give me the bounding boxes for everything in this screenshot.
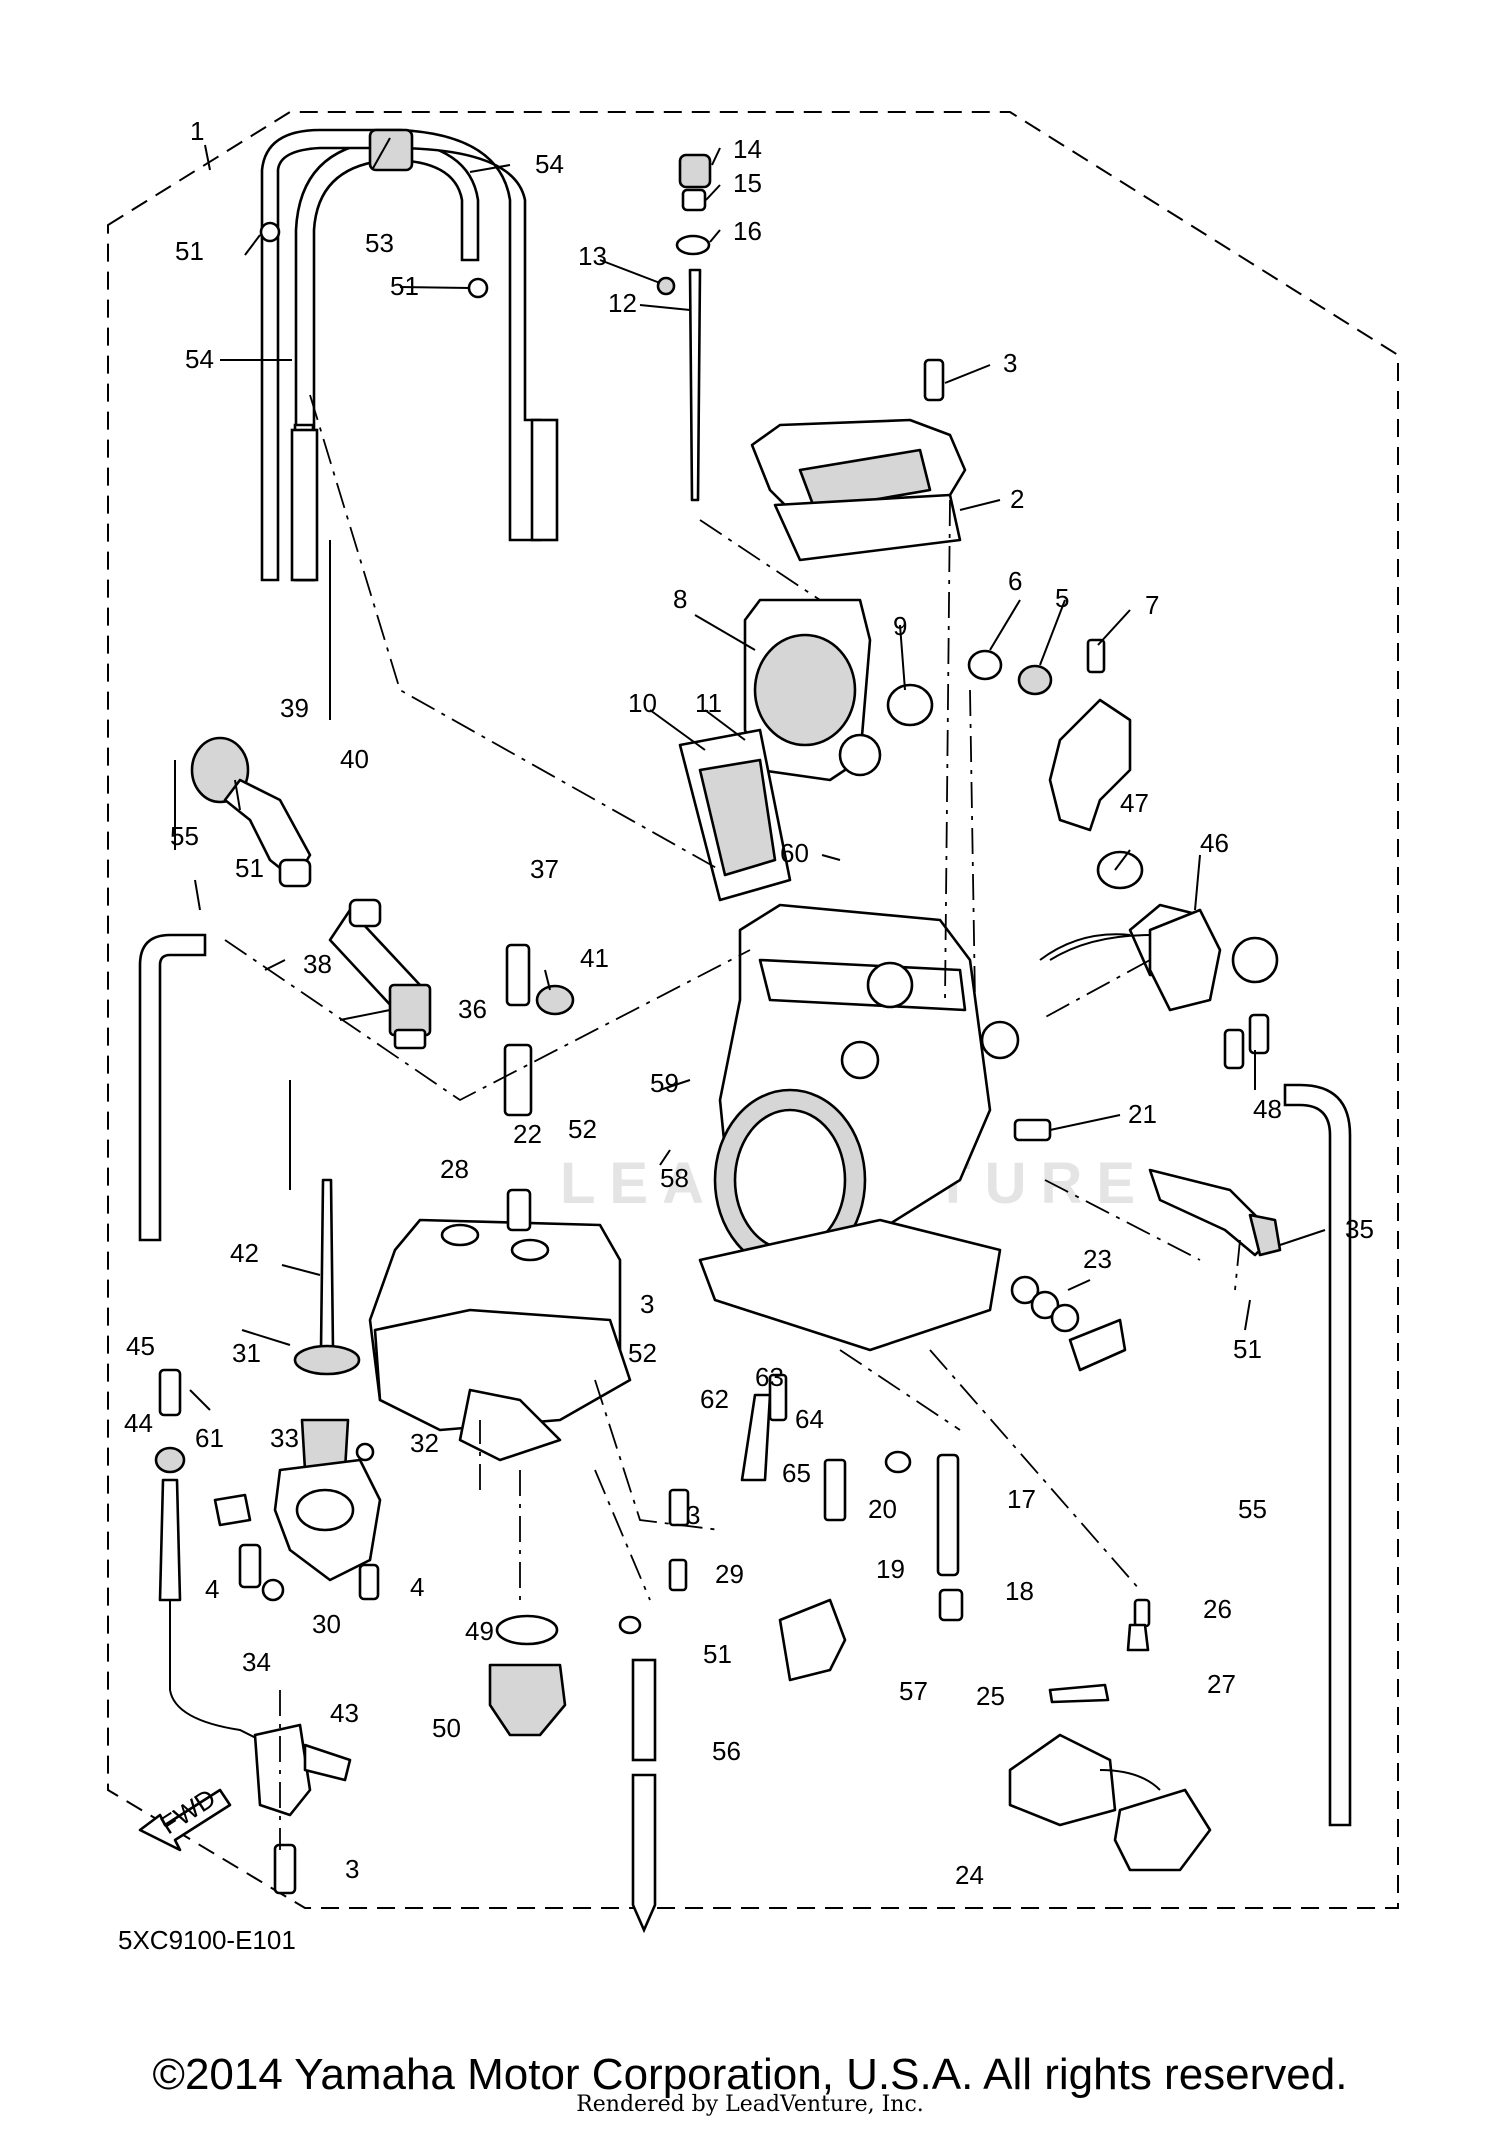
callout-45: 45: [126, 1331, 155, 1361]
accelerator-pump: [213, 1418, 382, 1602]
callout-41: 41: [580, 943, 609, 973]
callout-43: 43: [330, 1698, 359, 1728]
callout-32: 32: [410, 1428, 439, 1458]
callout-56: 56: [712, 1736, 741, 1766]
callout-23: 23: [1083, 1244, 1112, 1274]
callout-34: 34: [242, 1647, 271, 1677]
callout-35: 35: [1345, 1214, 1374, 1244]
hose-55-right: [1283, 1083, 1352, 1827]
callout-25: 25: [976, 1681, 1005, 1711]
callout-29: 29: [715, 1559, 744, 1589]
callout-24: 24: [955, 1860, 984, 1890]
carburetor-body: [698, 903, 1279, 1352]
right-side-parts: [1008, 850, 1282, 1872]
pump-rod: [154, 1178, 361, 1895]
callout-9: 9: [893, 611, 907, 641]
callout-38: 38: [303, 949, 332, 979]
callout-42: 42: [230, 1238, 259, 1268]
throttle-lever: [967, 638, 1132, 832]
callout-19: 19: [876, 1554, 905, 1584]
callout-3: 3: [640, 1289, 654, 1319]
callout-8: 8: [673, 584, 687, 614]
callout-4: 4: [205, 1574, 219, 1604]
callout-16: 16: [733, 216, 762, 246]
choke-assembly: [190, 736, 575, 1117]
reference-lines: [224, 394, 1241, 1850]
hose-55-left: [138, 933, 207, 1242]
callout-48: 48: [1253, 1094, 1282, 1124]
callout-6: 6: [1008, 566, 1022, 596]
callout-64: 64: [795, 1404, 824, 1434]
callout-51: 51: [390, 271, 419, 301]
jet-needle-stack: [656, 153, 712, 502]
callout-1: 1: [190, 116, 204, 146]
callout-3: 3: [1003, 348, 1017, 378]
callout-10: 10: [628, 688, 657, 718]
callout-40: 40: [340, 744, 369, 774]
callout-58: 58: [660, 1163, 689, 1193]
callout-22: 22: [513, 1119, 542, 1149]
callout-3: 3: [345, 1854, 359, 1884]
callout-21: 21: [1128, 1099, 1157, 1129]
callout-52: 52: [628, 1338, 657, 1368]
callout-18: 18: [1005, 1576, 1034, 1606]
callout-50: 50: [432, 1713, 461, 1743]
callout-30: 30: [312, 1609, 341, 1639]
callout-5: 5: [1055, 583, 1069, 613]
callout-3: 3: [686, 1500, 700, 1530]
callout-55: 55: [170, 821, 199, 851]
callout-4: 4: [410, 1572, 424, 1602]
leader-lines: [174, 137, 1326, 1411]
callout-49: 49: [465, 1616, 494, 1646]
callout-53: 53: [365, 228, 394, 258]
assembly-boundary: [107, 111, 1399, 1909]
diagram-code: 5XC9100-E101: [118, 1925, 296, 1955]
throttle-valve: [678, 598, 934, 902]
callout-57: 57: [899, 1676, 928, 1706]
callout-28: 28: [440, 1154, 469, 1184]
callout-11: 11: [695, 688, 722, 718]
callout-47: 47: [1120, 788, 1149, 818]
callout-37: 37: [530, 854, 559, 884]
copyright-notice: ©2014 Yamaha Motor Corporation, U.S.A. A…: [152, 2050, 1348, 2099]
callout-52: 52: [568, 1114, 597, 1144]
jets: [668, 1373, 964, 1682]
callout-51: 51: [235, 853, 264, 883]
drain-parts: [488, 1614, 657, 1934]
callout-61: 61: [195, 1423, 224, 1453]
callout-26: 26: [1203, 1594, 1232, 1624]
callout-59: 59: [650, 1068, 679, 1098]
callout-14: 14: [733, 134, 762, 164]
callout-46: 46: [1200, 828, 1229, 858]
callout-17: 17: [1007, 1484, 1036, 1514]
breather-hoses: [259, 128, 559, 1190]
callout-36: 36: [458, 994, 487, 1024]
top-cover: [750, 358, 967, 562]
callout-65: 65: [782, 1458, 811, 1488]
callout-44: 44: [124, 1408, 153, 1438]
callout-20: 20: [868, 1494, 897, 1524]
rendered-by-credit: Rendered by LeadVenture, Inc.: [576, 2092, 924, 2117]
callout-54: 54: [185, 344, 214, 374]
callout-63: 63: [755, 1362, 784, 1392]
callout-60: 60: [780, 838, 809, 868]
callout-51: 51: [703, 1639, 732, 1669]
callout-51: 51: [1233, 1334, 1262, 1364]
callout-55: 55: [1238, 1494, 1267, 1524]
callout-33: 33: [270, 1423, 299, 1453]
callout-13: 13: [578, 241, 607, 271]
callout-12: 12: [608, 288, 637, 318]
callout-54: 54: [535, 149, 564, 179]
float-bowl: [368, 1188, 632, 1462]
callout-62: 62: [700, 1384, 729, 1414]
callout-31: 31: [232, 1338, 261, 1368]
callout-39: 39: [280, 693, 309, 723]
callout-51: 51: [175, 236, 204, 266]
callout-2: 2: [1010, 484, 1024, 514]
callout-7: 7: [1145, 590, 1159, 620]
callout-27: 27: [1207, 1669, 1236, 1699]
callout-15: 15: [733, 168, 762, 198]
